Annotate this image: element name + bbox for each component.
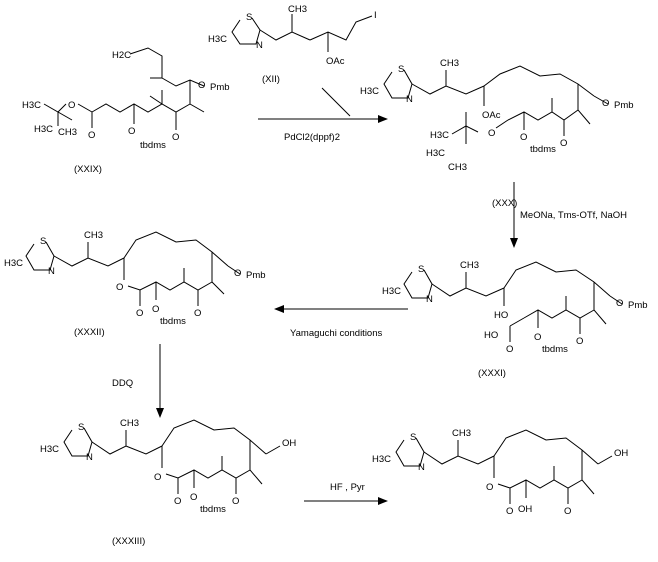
compound-xxix: H2C O Pmb O O tbdms O O H3C H3C CH3 (XXI… [22, 47, 230, 175]
atom-o-ketone-1: O [172, 132, 179, 143]
atom-h3c-1: H3C [22, 100, 41, 111]
atom-h3c-xxx-2: H3C [430, 130, 449, 141]
atom-o-ester-1: O [88, 130, 95, 141]
atom-o-lactone-xxxiii: O [174, 496, 181, 507]
label-xxxiii: (XXXIII) [112, 536, 145, 547]
compound-xii: S N H3C CH3 OAc I (XII) [208, 4, 377, 85]
atom-n-final: N [418, 462, 425, 473]
atom-oh-final-2: OH [518, 504, 532, 515]
arrow-step2: MeONa, Tms-OTf, NaOH [510, 182, 627, 248]
condition-step1: PdCl2(dppf)2 [284, 132, 340, 143]
atom-h3c-xxxii: H3C [4, 258, 23, 269]
atom-pmb-xxx: Pmb [614, 100, 634, 111]
condition-step4: DDQ [112, 378, 133, 389]
atom-s-xxxiii: S [78, 422, 84, 433]
atom-oh-final-1: OH [614, 448, 628, 459]
arrow-step3: Yamaguchi conditions [274, 305, 408, 339]
compound-xxxiii: S N H3C CH3 O OH O O tbdms O (XXXIII) [40, 418, 296, 547]
atom-n-xii: N [256, 40, 263, 51]
atom-o-tbs-xxx: O [520, 132, 527, 143]
atom-ch3-xxx: CH3 [440, 58, 459, 69]
label-xii: (XII) [262, 74, 280, 85]
atom-pmb-xxxi: Pmb [628, 300, 648, 311]
atom-tbdms-xxxii: tbdms [160, 316, 186, 327]
atom-o-ketone-xxxii: O [194, 308, 201, 319]
label-xxix: (XXIX) [74, 164, 102, 175]
atom-h3c-xxx-3: H3C [426, 148, 445, 159]
condition-step5: HF , Pyr [330, 482, 365, 493]
atom-o-tbs-1: O [128, 126, 135, 137]
condition-step3: Yamaguchi conditions [290, 328, 382, 339]
atom-oh-xxxiii: OH [282, 438, 296, 449]
atom-o-pmb-xxx: O [602, 98, 609, 109]
atom-o-lactone-final: O [506, 506, 513, 517]
atom-h3c-xxxi: H3C [382, 286, 401, 297]
atom-o-pmb-xxxi: O [616, 298, 623, 309]
atom-ch3-xxxii: CH3 [84, 230, 103, 241]
arrow-step5: HF , Pyr [304, 482, 388, 505]
atom-h3c-xxxiii: H3C [40, 444, 59, 455]
atom-o-ketone-xxxi: O [576, 336, 583, 347]
atom-n-xxxi: N [426, 294, 433, 305]
atom-pmb-xxxii: Pmb [246, 270, 266, 281]
atom-h3c-final: H3C [372, 454, 391, 465]
atom-o-acid-xxxi: O [506, 344, 513, 355]
atom-ch3-xxxi: CH3 [460, 260, 479, 271]
atom-tbdms-xxx: tbdms [530, 144, 556, 155]
atom-h3c-xii: H3C [208, 34, 227, 45]
atom-tbdms-1: tbdms [140, 140, 166, 151]
atom-oac-xii: OAc [326, 56, 345, 67]
atom-o-xxxiii: O [154, 472, 161, 483]
atom-n-xxx: N [406, 94, 413, 105]
compound-xxx: S N H3C CH3 OAc O Pmb O O tbdms O H3C H3… [360, 58, 634, 209]
atom-tbdms-xxxi: tbdms [542, 344, 568, 355]
atom-pmb-1: Pmb [210, 82, 230, 93]
atom-s-xxxii: S [40, 236, 46, 247]
label-xxxii: (XXXII) [74, 327, 105, 338]
label-xxx: (XXX) [492, 198, 517, 209]
atom-o-xxxii: O [116, 282, 123, 293]
atom-o-ketone-xxx: O [560, 138, 567, 149]
atom-s-xxx: S [398, 64, 404, 75]
label-xxxi: (XXXI) [478, 368, 506, 379]
atom-ch3-1: CH3 [58, 127, 77, 138]
atom-o-final: O [486, 482, 493, 493]
arrow-step4: DDQ [112, 344, 164, 418]
condition-step2: MeONa, Tms-OTf, NaOH [520, 210, 627, 221]
atom-ch3-xii: CH3 [288, 4, 307, 15]
atom-n-xxxiii: N [86, 452, 93, 463]
atom-o-pmb-1: O [198, 80, 205, 91]
compound-xxxii: S N H3C CH3 O O Pmb O O tbdms O (XXXII) [4, 230, 266, 338]
atom-ch3-xxx-2: CH3 [448, 162, 467, 173]
atom-o-pmb-xxxii: O [234, 268, 241, 279]
atom-s-xxxi: S [418, 264, 424, 275]
atom-o-ester-2: O [68, 100, 75, 111]
atom-s-final: S [410, 432, 416, 443]
atom-o-ketone-final: O [564, 506, 571, 517]
atom-ch3-xxxiii: CH3 [120, 418, 139, 429]
compound-final: S N H3C CH3 O OH O OH O [372, 428, 628, 517]
atom-o-ketone-xxxiii: O [232, 496, 239, 507]
atom-ch3-final: CH3 [452, 428, 471, 439]
atom-o-tbs-xxxi: O [534, 332, 541, 343]
atom-o-tbs-xxxiii: O [190, 492, 197, 503]
atom-tbdms-xxxiii: tbdms [200, 504, 226, 515]
atom-ho-xxxi: HO [494, 310, 508, 321]
atom-o-ester-xxx: O [488, 128, 495, 139]
compound-xxxi: S N H3C CH3 HO O Pmb O O tbdms HO O (XXX… [382, 260, 648, 379]
atom-h3c-2: H3C [34, 124, 53, 135]
atom-ho-xxxi-2: HO [484, 330, 498, 341]
arrow-step1: PdCl2(dppf)2 [258, 87, 388, 143]
atom-o-tbs-xxxii: O [152, 304, 159, 315]
atom-oac-xxx: OAc [482, 110, 501, 121]
atom-h2c: H2C [112, 50, 131, 61]
atom-n-xxxii: N [48, 266, 55, 277]
atom-o-lactone-xxxii: O [136, 308, 143, 319]
atom-h3c-xxx: H3C [360, 86, 379, 97]
atom-i-xii: I [374, 10, 377, 21]
atom-s-xii: S [246, 12, 252, 23]
